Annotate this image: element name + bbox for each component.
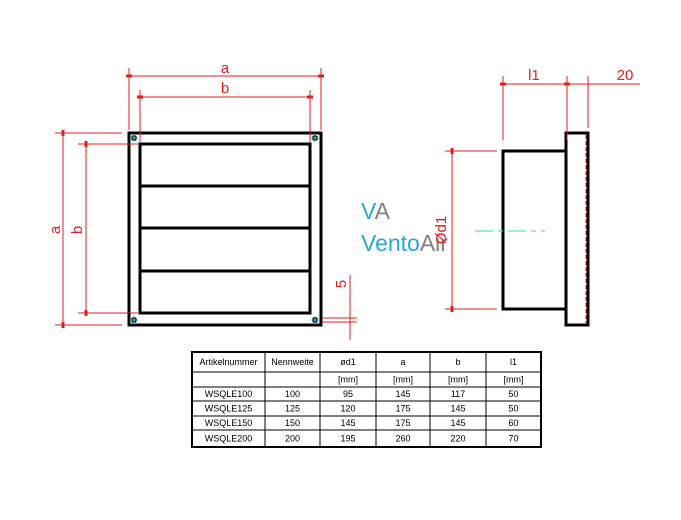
ventoair-logo: VA VentoAir	[361, 198, 448, 256]
svg-text:l1: l1	[528, 67, 540, 84]
table-cell-row: 145	[450, 404, 465, 414]
table-cell-row: 50	[508, 404, 518, 414]
svg-text:20: 20	[617, 67, 634, 84]
table-cell-header: Nennweite	[271, 357, 314, 367]
svg-text:b: b	[221, 80, 229, 97]
table-cell-row: 100	[285, 389, 300, 399]
table-cell-row: 95	[343, 389, 353, 399]
dimension-b-horizontal: b	[137, 80, 313, 142]
table-cell-row: 220	[450, 434, 465, 444]
svg-text:VA: VA	[361, 198, 391, 224]
table-cell-row: 260	[395, 434, 410, 444]
table-cell-units: [mm]	[393, 375, 413, 385]
dimension-flange-20: 20	[567, 67, 640, 128]
dimension-diameter: Ød1	[433, 148, 497, 312]
dimension-l1: l1	[500, 67, 570, 140]
svg-text:a: a	[221, 60, 230, 77]
table-cell-units: [mm]	[504, 375, 524, 385]
table-cell-header: a	[400, 357, 405, 367]
duct-spigot	[501, 149, 568, 311]
table-cell-row: 117	[451, 389, 465, 399]
table-cell-row: 145	[395, 389, 410, 399]
screw-hole-icon	[311, 134, 319, 142]
table-cell-units: [mm]	[448, 375, 468, 385]
screw-hole-icon	[130, 316, 138, 324]
l1-subscript: 1	[531, 67, 539, 84]
table-cell-row: WSQLE125	[205, 404, 253, 414]
svg-text:5: 5	[333, 280, 350, 288]
table-cell-row: 50	[508, 389, 518, 399]
table-cell-row: 145	[340, 418, 355, 428]
table-cell-row: 175	[395, 418, 410, 428]
table-cell-row: WSQLE200	[205, 434, 253, 444]
dimension-a-horizontal: a	[126, 60, 324, 130]
svg-text:a: a	[47, 225, 64, 234]
table-cell-row: 60	[508, 418, 518, 428]
dimensions-table: Artikelnummer Nennweite ød1 a b l1 [mm] [mm] [mm…	[191, 351, 542, 448]
screw-hole-icon	[311, 316, 319, 324]
dimension-b-vertical: b	[69, 141, 138, 316]
table-cell-units: [mm]	[338, 375, 358, 385]
svg-text:Ød1: Ød1	[433, 216, 450, 244]
table-cell-row: 150	[285, 418, 300, 428]
front-view: a b a b 5	[47, 60, 357, 340]
table-cell-row: WSQLE100	[205, 389, 253, 399]
table-cell-header: ød1	[340, 357, 356, 367]
table-cell-row: 125	[285, 404, 300, 414]
table-cell-row: 120	[340, 404, 355, 414]
table-cell-row: 145	[450, 418, 465, 428]
svg-text:b: b	[69, 226, 86, 234]
table-cell-row: 70	[508, 434, 518, 444]
dimension-gap: 5	[322, 275, 357, 340]
screw-hole-icon	[130, 134, 138, 142]
svg-text:VentoAir: VentoAir	[361, 230, 448, 256]
dimension-a-vertical: a	[47, 130, 122, 328]
table-cell-row: 200	[285, 434, 300, 444]
table-cell-header: b	[455, 357, 460, 367]
side-view: l1 20 Ød1	[433, 67, 640, 327]
table-cell-header: l1	[510, 357, 517, 367]
table-cell-row: WSQLE150	[205, 418, 253, 428]
table-cell-row: 195	[340, 434, 355, 444]
flange	[564, 131, 590, 327]
table-cell-header: Artikelnummer	[199, 357, 257, 367]
table-cell-row: 175	[395, 404, 410, 414]
outer-frame	[127, 131, 323, 327]
